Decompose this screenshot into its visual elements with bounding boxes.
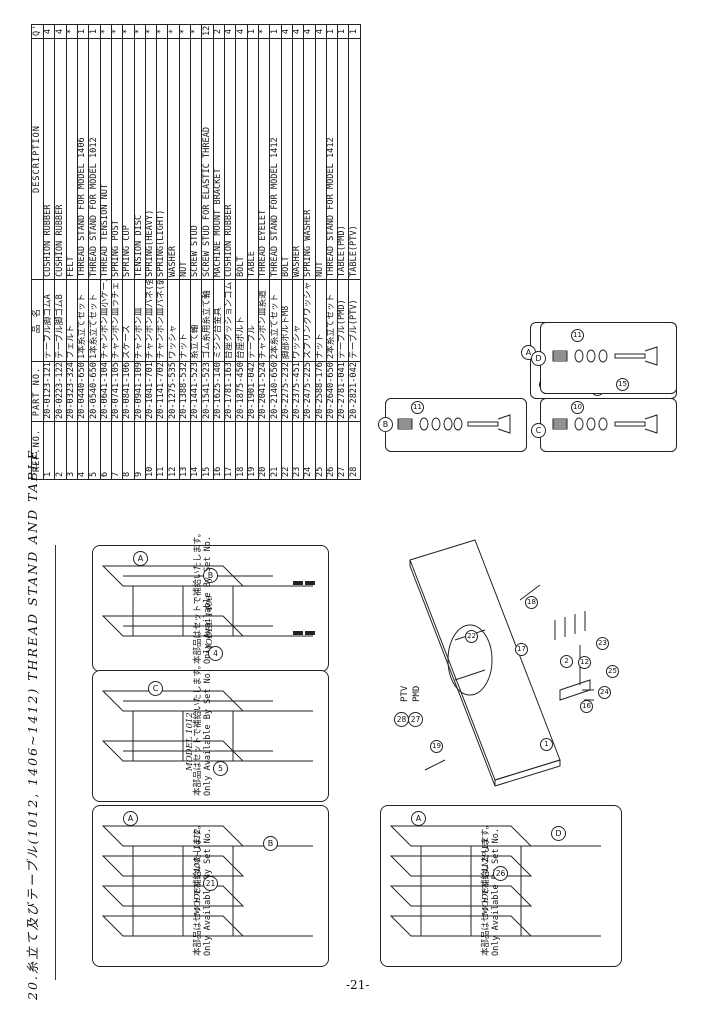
model-panel-1412p-et: MODEL 1412P-ET A D 本部品はセットで補給いたします。 Only… <box>380 805 622 967</box>
model-1408-letter-a: A <box>123 811 138 826</box>
model-1012-letter-c: C <box>148 681 163 696</box>
table-callout-17: 17 <box>515 643 528 656</box>
page-number: -21- <box>346 978 370 992</box>
thread-stand-1412p-et-drawing <box>389 825 601 937</box>
table-callout-19: 19 <box>430 740 443 753</box>
table-callout-16: 16 <box>580 700 593 713</box>
spring-assembly-d-drawing <box>552 346 658 366</box>
table-callout-25: 25 <box>606 665 619 678</box>
table-callout-12: 12 <box>578 656 591 669</box>
table-ref-27: 27 <box>408 712 423 727</box>
detail-letter-b: B <box>378 417 393 432</box>
model-panel-1406: MODEL 1406 A B 本部品はセットで補給いたします。 Only Ava… <box>92 529 329 672</box>
callout-11-d: 11 <box>571 329 584 342</box>
table-label-ptv: PTV <box>400 685 410 702</box>
model-1408-1412-ref: 21 <box>203 876 218 891</box>
table-label-pmd: PMD <box>412 685 422 702</box>
thread-stand-1406-drawing <box>101 565 315 637</box>
thread-stand-1408-1412-drawing <box>101 825 313 937</box>
table-callout-24: 24 <box>598 686 611 699</box>
detail-box-c: C 10 <box>531 398 677 452</box>
table-callout-1: 1 <box>540 738 553 751</box>
model-1412p-et-ref: 26 <box>493 866 508 881</box>
model-1412p-letter-d: D <box>551 826 566 841</box>
detail-letter-c: C <box>531 423 546 438</box>
model-1406-letter-a: A <box>133 551 148 566</box>
detail-box-d: D 11 15 <box>531 322 677 394</box>
model-panel-1012: MODEL 1012 C 本部品はセットで補給いたします。 Only Avail… <box>92 661 329 802</box>
callout-11-b: 11 <box>411 401 424 414</box>
model-1408-letter-b: B <box>263 836 278 851</box>
model-1012-ref: 5 <box>213 761 228 776</box>
spring-assembly-c-drawing <box>552 414 658 434</box>
model-panel-1408-1412: MODEL 1408~1412 A B 本部品はセットで補給いたします。 Onl… <box>92 805 329 967</box>
title-rule <box>55 545 56 980</box>
callout-15: 15 <box>616 378 629 391</box>
spring-assembly-b-drawing <box>397 414 511 434</box>
model-1406-letter-b: B <box>203 568 218 583</box>
thread-stand-1012-drawing <box>101 690 313 762</box>
table-callout-22: 22 <box>465 630 478 643</box>
model-1412p-letter-a: A <box>411 811 426 826</box>
table-callout-18: 18 <box>525 596 538 609</box>
table-callout-2: 2 <box>560 655 573 668</box>
table-ref-28: 28 <box>394 712 409 727</box>
detail-box-b: B 11 <box>378 398 527 452</box>
model-1406-ref: 4 <box>208 646 223 661</box>
detail-letter-d: D <box>531 351 546 366</box>
callout-10-c: 10 <box>571 401 584 414</box>
table-callout-23: 23 <box>596 637 609 650</box>
